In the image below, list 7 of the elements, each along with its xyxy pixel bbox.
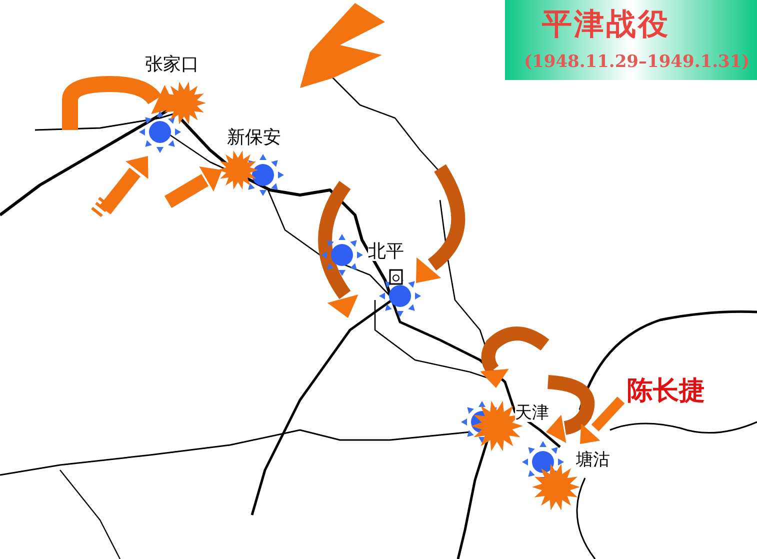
- commander-name: 陈长捷: [627, 378, 705, 404]
- city-label: 天津: [515, 405, 549, 422]
- city-label: 张家口: [145, 56, 199, 74]
- city-label: 新保安: [227, 129, 281, 147]
- city-label: 塘沽: [576, 452, 610, 469]
- city-label: 北平: [368, 243, 404, 261]
- title: 平津战役: [542, 10, 670, 40]
